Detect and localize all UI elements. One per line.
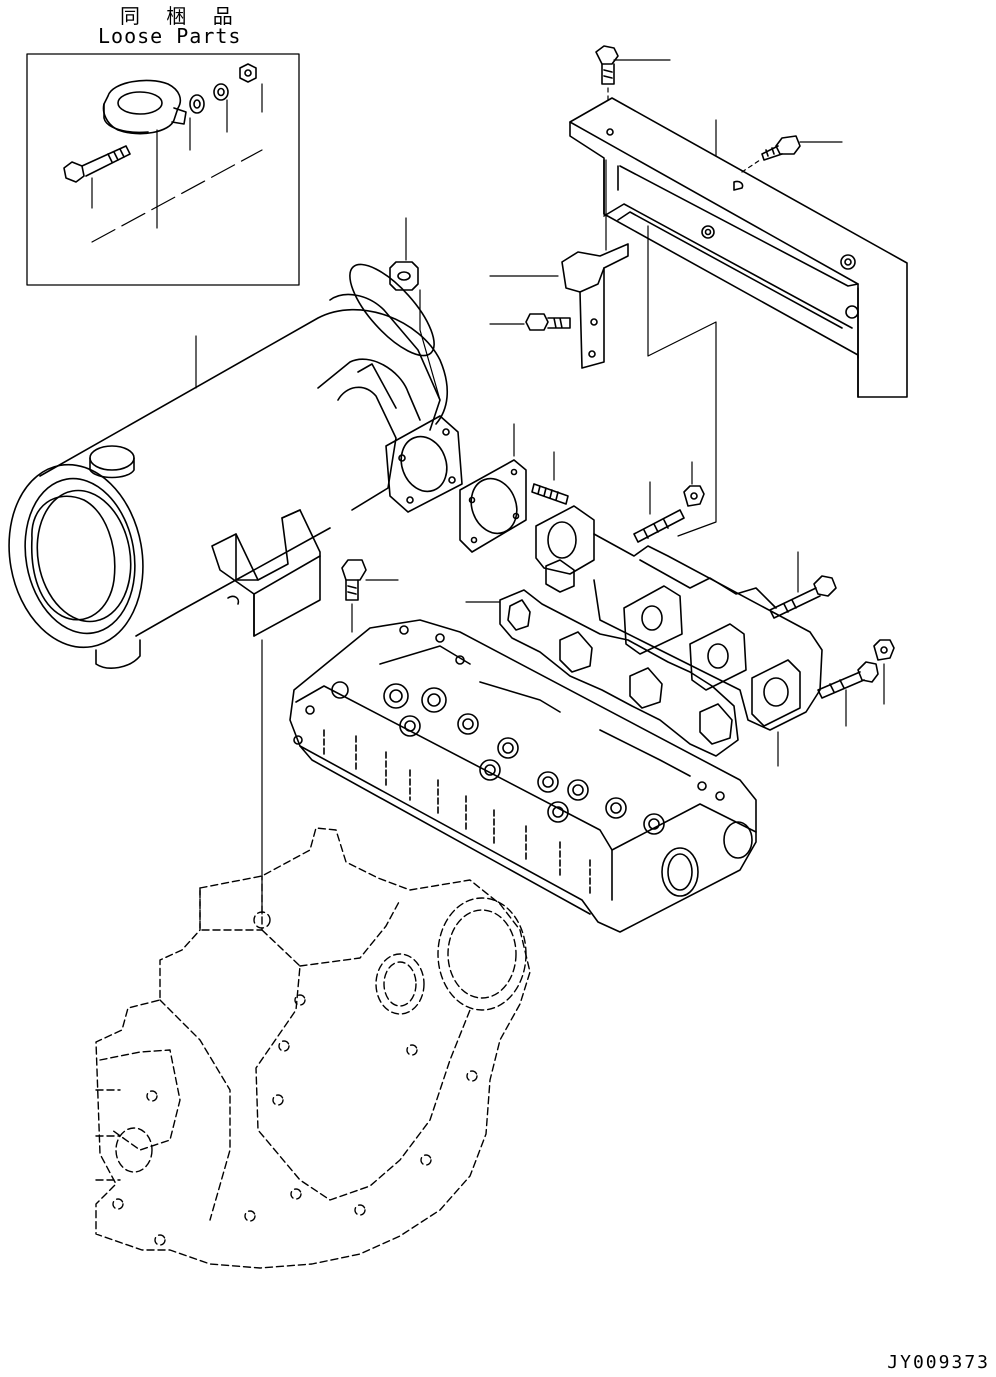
loose-parts-title-en: Loose Parts bbox=[98, 24, 242, 48]
heat-shield-cover bbox=[569, 97, 908, 398]
flange-nuts bbox=[683, 461, 895, 705]
cylinder-head bbox=[289, 619, 757, 933]
muffler-flange bbox=[385, 415, 463, 513]
flywheel-housing bbox=[95, 827, 531, 1269]
stud-bolts bbox=[531, 451, 685, 543]
muffler-nut bbox=[389, 217, 441, 401]
loose-parts-box bbox=[26, 53, 300, 286]
loose-washer bbox=[189, 94, 205, 114]
bracket-bolt bbox=[489, 313, 571, 331]
shield-bolt-top bbox=[595, 45, 671, 105]
support-bracket bbox=[489, 243, 629, 369]
manifold-gasket bbox=[465, 559, 739, 757]
shield-bolt-side bbox=[741, 135, 843, 173]
loose-lock-washer bbox=[213, 83, 229, 101]
loose-bolt bbox=[63, 145, 131, 183]
muffler-bolt bbox=[341, 559, 399, 633]
drawing-number: JY009373 bbox=[887, 1352, 990, 1373]
loose-nut bbox=[239, 63, 257, 83]
muffler-flange-gasket bbox=[459, 423, 527, 553]
exhaust-manifold bbox=[535, 505, 823, 767]
muffler bbox=[8, 263, 449, 669]
loose-parts-title-jp: 同 梱 品 bbox=[120, 4, 243, 28]
flange-bolts bbox=[769, 551, 879, 727]
loose-clamp bbox=[102, 79, 187, 135]
